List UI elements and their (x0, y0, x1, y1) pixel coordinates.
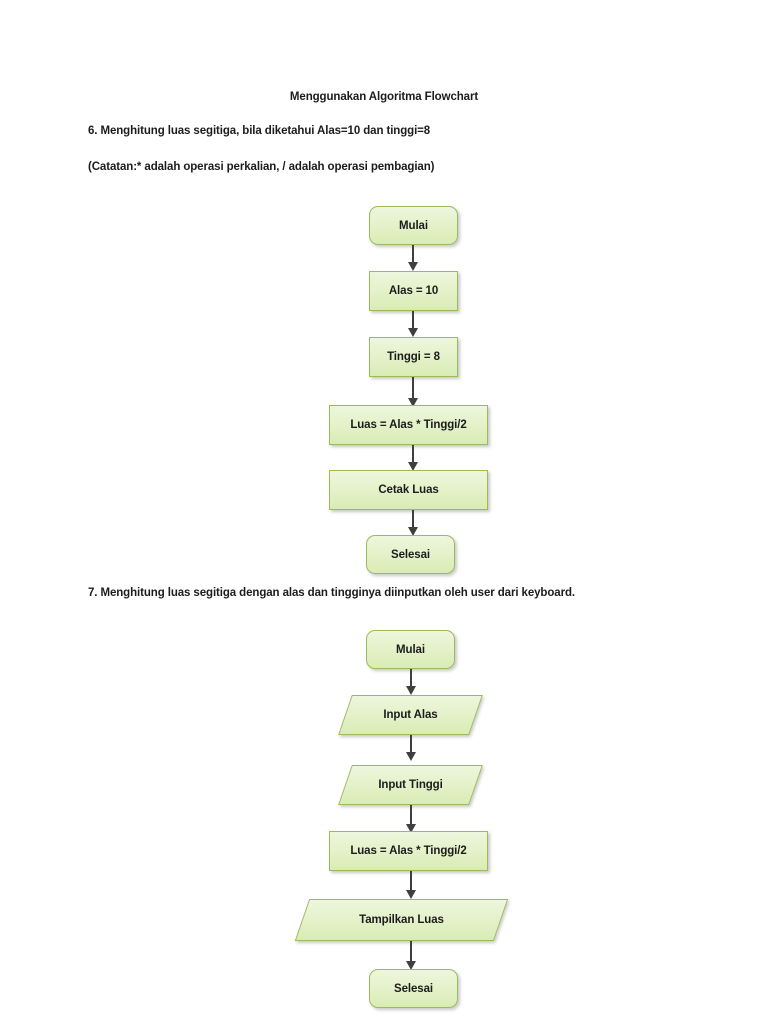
flow2-arrowhead-4 (405, 890, 416, 899)
flow2-node-input-alas-label: Input Alas (383, 709, 438, 721)
flow1-node-start-label: Mulai (399, 219, 428, 232)
flow1-node-hitung-label: Luas = Alas * Tinggi/2 (350, 419, 467, 431)
flow2-edge-hitung-to-tampilkan (410, 871, 412, 894)
paragraph-item-6: 6. Menghitung luas segitiga, bila diketa… (88, 125, 431, 137)
flow1-node-tinggi-label: Tinggi = 8 (387, 351, 440, 363)
flow2-node-input-tinggi: Input Tinggi (338, 765, 483, 805)
paragraph-note: (Catatan:* adalah operasi perkalian, / a… (88, 161, 435, 173)
flow1-edge-cetak-to-end (412, 510, 414, 531)
flow1-node-alas: Alas = 10 (369, 271, 458, 311)
flow2-node-input-alas: Input Alas (338, 695, 483, 735)
flow2-edge-start-to-input-alas (410, 669, 412, 690)
flow1-node-tinggi: Tinggi = 8 (369, 337, 458, 377)
flow2-arrowhead-1 (405, 686, 416, 695)
flow1-node-start: Mulai (369, 206, 458, 245)
flow2-node-start: Mulai (366, 630, 455, 669)
flow1-edge-alas-to-tinggi (412, 311, 414, 332)
flow2-node-hitung-label: Luas = Alas * Tinggi/2 (350, 845, 467, 857)
flow1-arrowhead-1 (407, 262, 418, 271)
flow1-edge-start-to-alas (412, 245, 414, 266)
flow1-arrowhead-4 (407, 462, 418, 471)
flow2-edge-input-tinggi-to-hitung (410, 805, 412, 828)
flow2-node-tampilkan-label: Tampilkan Luas (359, 914, 444, 926)
flow2-node-tampilkan: Tampilkan Luas (294, 899, 509, 941)
flow2-arrowhead-5 (405, 961, 416, 970)
paragraph-item-7: 7. Menghitung luas segitiga dengan alas … (88, 587, 575, 599)
flow2-node-end-label: Selesai (394, 982, 433, 995)
flow1-node-end-label: Selesai (391, 548, 430, 561)
flow1-arrowhead-2 (407, 328, 418, 337)
flow1-arrowhead-5 (407, 527, 418, 536)
flow1-node-end: Selesai (366, 535, 455, 574)
flow1-edge-tinggi-to-hitung (412, 377, 414, 402)
flow1-arrowhead-3 (407, 398, 418, 407)
page-title: Menggunakan Algoritma Flowchart (289, 91, 479, 103)
flow2-arrowhead-2 (405, 752, 416, 761)
flow2-node-end: Selesai (369, 969, 458, 1008)
flow1-node-cetak: Cetak Luas (329, 470, 488, 510)
flow2-edge-input-alas-to-input-tinggi (410, 735, 412, 756)
flow2-node-input-tinggi-label: Input Tinggi (378, 779, 443, 791)
flowchart-luas-segitiga-nilai-tetap: Mulai Alas = 10 Tinggi = 8 Luas = Alas *… (0, 196, 768, 581)
flow2-edge-tampilkan-to-end (410, 941, 412, 965)
flow2-node-hitung: Luas = Alas * Tinggi/2 (329, 831, 488, 871)
flow1-node-alas-label: Alas = 10 (388, 285, 439, 297)
flow2-arrowhead-3 (405, 824, 416, 833)
flow2-node-start-label: Mulai (396, 643, 425, 656)
flow1-node-cetak-label: Cetak Luas (378, 484, 439, 496)
flowchart-luas-segitiga-input-user: Mulai Input Alas Input Tinggi Luas = Ala… (0, 620, 768, 1024)
flow1-edge-hitung-to-cetak (412, 445, 414, 466)
flow1-node-hitung: Luas = Alas * Tinggi/2 (329, 405, 488, 445)
